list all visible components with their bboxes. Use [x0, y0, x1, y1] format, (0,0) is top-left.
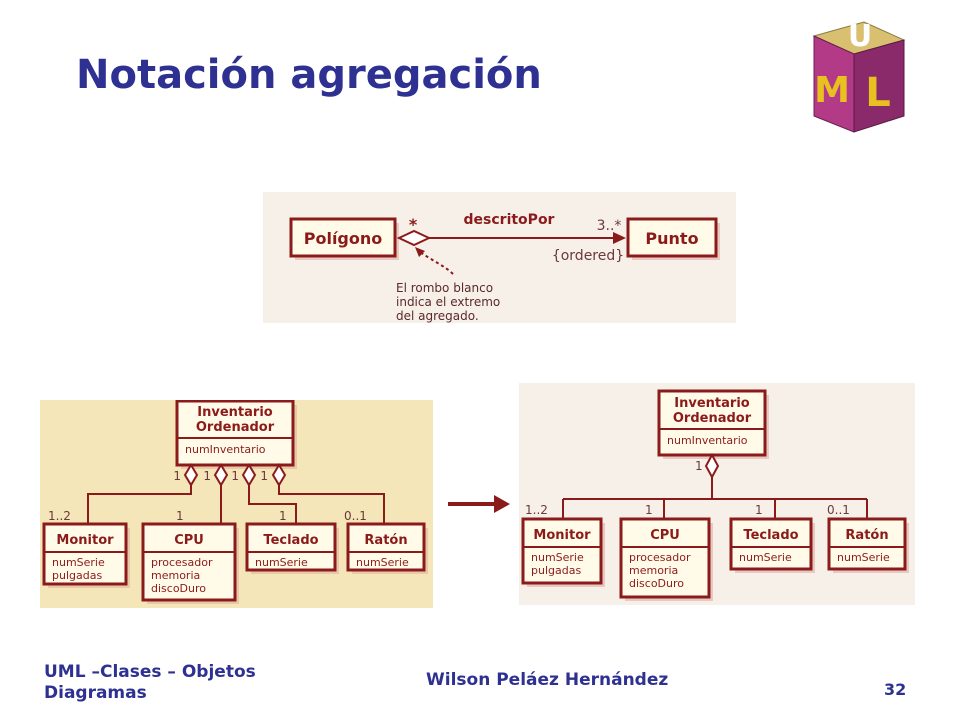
- class-box-monitor: [521, 517, 603, 585]
- class-attribute: numInventario: [185, 443, 266, 456]
- multiplicity-whole-cpu: 1: [203, 469, 211, 483]
- class-box-cpu: [619, 517, 711, 599]
- aggregation-links: [87, 463, 385, 524]
- aggregation-line-teclado: [248, 485, 297, 524]
- arrow-head: [494, 495, 510, 513]
- uml-logo: U M L: [812, 19, 906, 133]
- multiplicity-whole: 1: [695, 459, 703, 473]
- aggregation-line-monitor: [87, 485, 192, 524]
- class-box-poligono: [289, 217, 397, 258]
- slide-title: Notación agregación: [76, 52, 542, 98]
- class-attribute: discoDuro: [151, 582, 206, 595]
- class-box-raton: [827, 517, 907, 571]
- class-name-line-1: Inventario: [197, 405, 272, 420]
- class-box-teclado: [245, 522, 337, 572]
- footer-course: UML –Clases – Objetos Diagramas: [44, 662, 256, 703]
- aggregation-notation-diagram: Polígono Punto descritoPor * 3..* {order…: [263, 192, 736, 323]
- class-attribute: numSerie: [739, 551, 792, 564]
- note-line-2: indica el extremo: [396, 295, 500, 309]
- class-name-raton: Ratón: [364, 533, 407, 548]
- aggregation-line-raton: [278, 485, 385, 524]
- class-attribute: numSerie: [255, 556, 308, 569]
- class-name-line-1: Inventario: [674, 396, 749, 411]
- class-attribute: numInventario: [667, 434, 748, 447]
- note-pointer-head: [415, 247, 425, 257]
- ordered-constraint: {ordered}: [552, 248, 624, 264]
- class-name-monitor: Monitor: [56, 533, 114, 548]
- note-dashed-pointer: [416, 249, 454, 275]
- class-name-line-2: Ordenador: [673, 411, 752, 426]
- class-attribute: memoria: [629, 564, 678, 577]
- class-box-inventario: [657, 389, 767, 457]
- class-box-inventario: [175, 400, 295, 467]
- class-attribute: numSerie: [356, 556, 409, 569]
- multiplicity-part-teclado: 1: [279, 509, 287, 523]
- class-attribute: procesador: [151, 556, 213, 569]
- page-number: 32: [884, 680, 907, 699]
- multiplicity-punto: 3..*: [597, 218, 622, 234]
- multiplicity-part-cpu: 1: [176, 509, 184, 523]
- class-attribute: discoDuro: [629, 577, 684, 590]
- class-attribute: pulgadas: [52, 569, 102, 582]
- class-attribute: numSerie: [837, 551, 890, 564]
- multiplicity-whole-raton: 1: [260, 469, 268, 483]
- navigation-arrowhead: [613, 232, 626, 244]
- class-attribute: procesador: [629, 551, 691, 564]
- logo-letter-l: L: [865, 70, 891, 116]
- class-attribute: numSerie: [531, 551, 584, 564]
- logo-letter-m: M: [814, 70, 850, 111]
- multiplicity-teclado: 1: [755, 503, 763, 517]
- class-attribute: numSerie: [52, 556, 105, 569]
- separate-aggregations-diagram: Inventario Ordenador numInventario 1 1 1…: [40, 400, 433, 608]
- class-attribute: pulgadas: [531, 564, 581, 577]
- class-name-raton: Ratón: [845, 528, 888, 543]
- association-name: descritoPor: [464, 212, 555, 228]
- class-name-punto: Punto: [645, 229, 698, 248]
- multiplicity-whole-monitor: 1: [173, 469, 181, 483]
- class-attribute: memoria: [151, 569, 200, 582]
- class-box-cpu: [141, 522, 237, 602]
- class-name-cpu: CPU: [650, 528, 680, 543]
- class-name-line-2: Ordenador: [196, 420, 275, 435]
- multiplicity-poligono: *: [409, 215, 418, 234]
- logo-letter-u: U: [848, 19, 872, 54]
- note-line-1: El rombo blanco: [396, 281, 493, 295]
- note-line-3: del agregado.: [396, 309, 479, 323]
- multiplicity-part-monitor: 1..2: [48, 509, 71, 523]
- multiplicity-raton: 0..1: [827, 503, 850, 517]
- class-name-teclado: Teclado: [263, 533, 318, 548]
- class-name-teclado: Teclado: [743, 528, 798, 543]
- multiplicity-whole-teclado: 1: [231, 469, 239, 483]
- class-name-poligono: Polígono: [304, 229, 383, 248]
- class-box-raton: [346, 522, 426, 572]
- multiplicity-monitor: 1..2: [525, 503, 548, 517]
- class-box-monitor: [42, 522, 128, 586]
- footer-author: Wilson Peláez Hernández: [426, 670, 669, 690]
- class-name-monitor: Monitor: [533, 528, 591, 543]
- multiplicity-cpu: 1: [645, 503, 653, 517]
- multiplicity-part-raton: 0..1: [344, 509, 367, 523]
- class-box-punto: [626, 217, 718, 258]
- class-box-teclado: [729, 517, 813, 571]
- class-name-cpu: CPU: [174, 533, 204, 548]
- shared-aggregation-diagram: Inventario Ordenador numInventario 1 1..…: [519, 383, 915, 605]
- transform-arrow: [448, 495, 510, 513]
